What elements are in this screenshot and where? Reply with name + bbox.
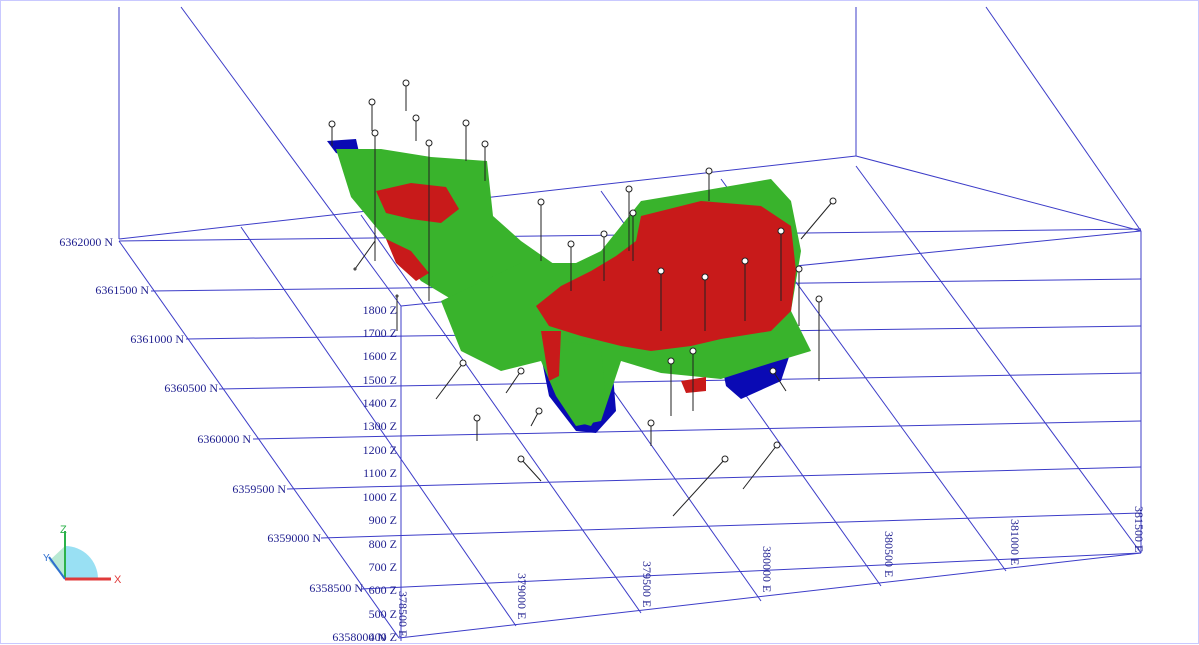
northing-label: 6361500 N [95, 283, 149, 297]
x-axis-label: X [114, 574, 122, 586]
axis-triad-quadrant-icon [65, 546, 98, 579]
easting-label: 379500 E [640, 561, 654, 607]
elevation-label: 1700 Z [363, 326, 397, 340]
y-axis-label: Y [43, 553, 50, 564]
elevation-label: 400 Z [369, 630, 397, 644]
elevation-label: 900 Z [369, 513, 397, 527]
elevation-label: 1100 Z [363, 466, 397, 480]
axis-triad[interactable]: Z Y X [43, 524, 122, 586]
northing-label: 6358500 N [309, 581, 363, 595]
northing-label: 6360500 N [164, 381, 218, 395]
drill-holes[interactable] [328, 79, 837, 517]
z-axis-label: Z [60, 524, 67, 536]
elevation-label: 1300 Z [363, 419, 397, 433]
elevation-labels: 1800 Z 1700 Z 1600 Z 1500 Z 1400 Z 1300 … [363, 303, 397, 644]
easting-labels: 378500 E 379000 E 379500 E 380000 E 3805… [396, 506, 1146, 637]
elevation-label: 1000 Z [363, 490, 397, 504]
easting-label: 380000 E [760, 546, 774, 592]
elevation-label: 1400 Z [363, 396, 397, 410]
northing-label: 6359000 N [267, 531, 321, 545]
elevation-label: 600 Z [369, 583, 397, 597]
elevation-label: 800 Z [369, 537, 397, 551]
easting-label: 379000 E [515, 573, 529, 619]
easting-label: 380500 E [882, 531, 896, 577]
northing-label: 6359500 N [232, 482, 286, 496]
elevation-label: 1800 Z [363, 303, 397, 317]
elevation-label: 500 Z [369, 607, 397, 621]
northing-labels: 6362000 N 6361500 N 6361000 N 6360500 N … [59, 235, 386, 644]
easting-label: 381500 E [1132, 506, 1146, 552]
easting-label: 381000 E [1008, 519, 1022, 565]
elevation-label: 1200 Z [363, 443, 397, 457]
elevation-label: 1500 Z [363, 373, 397, 387]
northing-label: 6362000 N [59, 235, 113, 249]
northing-label: 6361000 N [130, 332, 184, 346]
northing-gridlines [118, 228, 1142, 639]
orebody-model[interactable] [327, 139, 811, 433]
y-axis [48, 556, 66, 580]
easting-label: 378500 E [396, 591, 410, 637]
elevation-label: 700 Z [369, 560, 397, 574]
northing-label: 6358000 N [332, 630, 386, 644]
northing-label: 6360000 N [197, 432, 251, 446]
elevation-label: 1600 Z [363, 349, 397, 363]
